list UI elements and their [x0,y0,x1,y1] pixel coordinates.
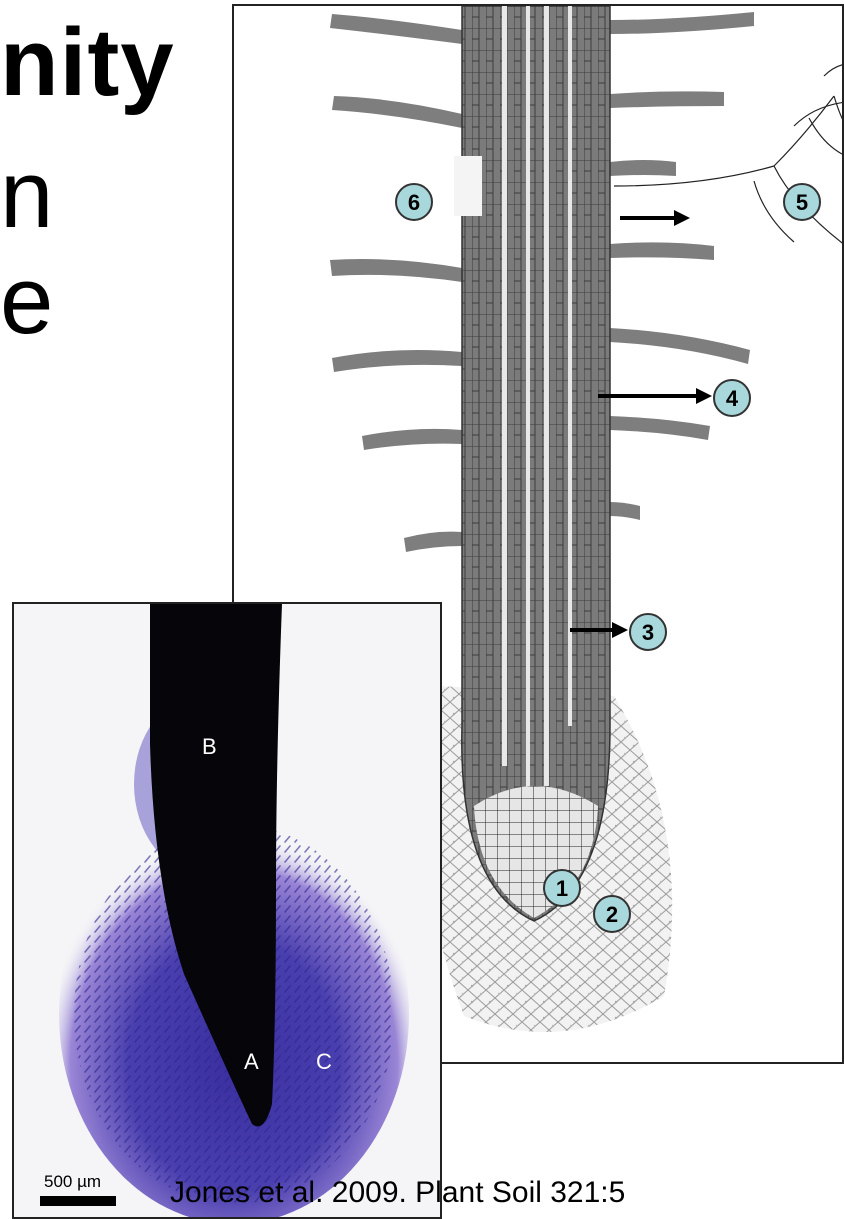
slide-title-fragment-3: e [0,246,53,356]
scale-bar-label: 500 µm [44,1172,101,1191]
marker-1: 1 [544,870,580,906]
slide-title-fragment-2: n [0,140,53,250]
svg-text:3: 3 [642,620,654,645]
root-hairs-left [330,14,462,552]
micrograph-image: B A C 500 µm [14,604,442,1219]
root-hairs-right [610,12,754,520]
svg-text:4: 4 [726,386,739,411]
marker-3: 3 [630,614,666,650]
scale-bar [40,1196,116,1206]
marker-5: 5 [784,184,820,220]
label-a: A [244,1049,259,1074]
svg-text:5: 5 [796,190,808,215]
slide-title-fragment-1: nity [0,8,175,118]
svg-text:2: 2 [606,902,618,927]
lysed-cells [454,156,482,216]
svg-text:1: 1 [556,876,568,901]
marker-4: 4 [714,380,750,416]
label-b: B [202,734,217,759]
marker-2: 2 [594,896,630,932]
svg-text:6: 6 [408,190,420,215]
label-c: C [316,1049,332,1074]
citation: Jones et al. 2009. Plant Soil 321:5 [170,1176,625,1210]
root-tip-micrograph: B A C 500 µm [12,602,442,1219]
root-body [462,6,610,921]
marker-6: 6 [396,184,432,220]
